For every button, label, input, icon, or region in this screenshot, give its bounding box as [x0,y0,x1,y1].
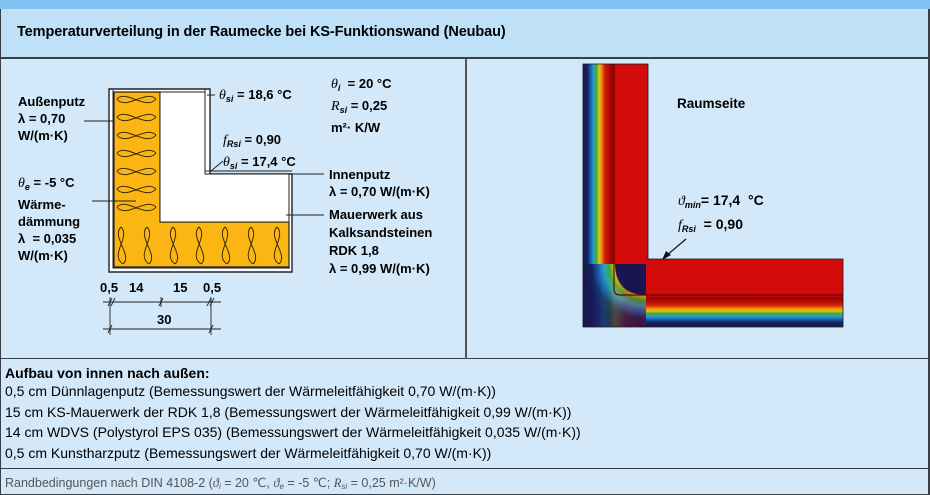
innenputz-label: Innenputz λ = 0,70 W/(m·K) [329,166,430,200]
r-si-value: Rsi = 0,25 [331,97,392,119]
theta-min-number: = 17,4 °C [700,192,764,208]
thermal-gradient-image [582,63,844,328]
theta-min-symbol: ϑ [678,194,685,209]
footer-theta-i-symbol: ϑ [212,476,219,490]
footer-theta-e-subscript: e [279,482,284,491]
dim-15: 15 [173,280,188,295]
wall-corner-cross-section [84,88,324,335]
waermedaemmung-name-1: Wärme- [18,197,66,212]
theta-min-subscript: min [684,200,701,210]
thermal-values-label: ϑmin= 17,4 °C fRsi = 0,90 [678,191,764,239]
mauerwerk-lambda: λ = 0,99 W/(m·K) [329,261,430,276]
waermedaemmung-unit: W/(m·K) [18,248,68,263]
f-rsi-value: fRsi = 0,90 [223,131,296,153]
theta-si-symbol: θ [219,88,226,103]
page-title: Temperaturverteilung in der Raumecke bei… [17,24,506,40]
theta-si-top-value: = 18,6 °C [237,87,292,102]
mauerwerk-line-1: Mauerwerk aus [329,207,423,222]
footer-theta-e-symbol: ϑ [273,476,280,490]
corner-values-label: fRsi = 0,90 θsi = 17,4 °C [223,131,296,175]
innenputz-lambda: λ = 0,70 W/(m·K) [329,184,430,199]
theta-si-corner-symbol: θ [223,155,230,170]
theta-i-subscript: i [337,83,341,93]
theta-i-symbol: θ [331,77,338,92]
buildup-line: 15 cm KS-Mauerwerk der RDK 1,8 (Bemessun… [5,403,572,420]
footer-theta-e-value: = -5 ℃; [283,476,334,490]
f-rsi-thermal-number: = 0,90 [695,216,743,232]
waermedaemmung-name-2: dämmung [18,214,81,229]
diagrams-panel: Außenputz λ = 0,70 W/(m·K) θe = -5 °C Wä… [0,59,930,359]
aussenputz-lambda: λ = 0,70 [18,111,66,126]
r-si-unit: m²· K/W [331,120,381,135]
footer-theta-i-value: = 20 ℃, [220,476,274,490]
aussenputz-name: Außenputz [18,94,86,109]
waermedaemmung-label: θe = -5 °C Wärme- dämmung λ = 0,035 W/(m… [18,174,80,264]
theta-si-top-label: θsi = 18,6 °C [219,86,292,108]
waermedaemmung-lambda: λ = 0,035 [18,231,77,246]
r-si-number: = 0,25 [350,98,388,113]
f-rsi-thermal-subscript: Rsi [681,224,696,234]
innenputz-name: Innenputz [329,167,391,182]
r-si-symbol: R [331,99,340,114]
f-rsi-symbol: f [223,133,227,148]
panel-divider [465,59,467,359]
aussenputz-unit: W/(m·K) [18,128,68,143]
theta-si-corner-subscript: si [229,161,238,171]
mauerwerk-label: Mauerwerk aus Kalksandsteinen RDK 1,8 λ … [329,206,432,278]
aussenputz-label: Außenputz λ = 0,70 W/(m·K) [18,93,85,144]
footer-rsi-symbol: R [333,476,342,490]
dim-total-30: 30 [157,312,172,327]
top-color-band [0,0,930,9]
dim-0-5-right: 0,5 [203,280,222,295]
theta-si-corner-value: θsi = 17,4 °C [223,153,296,175]
buildup-line: 0,5 cm Kunstharzputz (Bemessungswert der… [5,444,492,461]
theta-i-value: θi = 20 °C [331,75,392,97]
buildup-heading: Aufbau von innen nach außen: [5,365,210,381]
boundary-conditions-footer: Randbedingungen nach DIN 4108-2 (ϑi = 20… [0,469,930,495]
footer-rsi-value: = 0,25 m²·K/W) [347,476,436,490]
footer-prefix: Randbedingungen nach DIN 4108-2 ( [5,476,213,490]
f-rsi-thermal-value: fRsi = 0,90 [678,215,764,239]
f-rsi-thermal-symbol: f [678,218,682,233]
f-rsi-subscript: Rsi [226,139,241,149]
footer-rsi-subscript: si [341,482,348,491]
theta-e-subscript: e [24,182,30,192]
r-si-subscript: si [339,105,348,115]
dim-14: 14 [129,280,144,295]
buildup-line: 14 cm WDVS (Polystyrol EPS 035) (Bemessu… [5,424,581,440]
title-row: Temperaturverteilung in der Raumecke bei… [0,9,930,59]
buildup-line: 0,5 cm Dünnlagenputz (Bemessungswert der… [5,383,496,399]
buildup-section: Aufbau von innen nach außen: 0,5 cm Dünn… [0,359,930,469]
theta-e-symbol: θ [18,176,25,191]
mauerwerk-line-3: RDK 1,8 [329,243,379,258]
footer-theta-i-subscript: i [218,482,221,491]
theta-si-corner-number: = 17,4 °C [241,154,296,169]
f-rsi-number: = 0,90 [244,132,282,147]
mauerwerk-line-2: Kalksandsteinen [329,225,433,240]
theta-e-value: θe = -5 °C [18,174,80,196]
theta-min-value: ϑmin= 17,4 °C [678,191,764,215]
theta-e-number: = -5 °C [33,175,75,190]
boundary-conditions-label: θi = 20 °C Rsi = 0,25 m²· K/W [331,75,392,137]
theta-si-subscript: si [225,94,234,104]
dim-0-5-left: 0,5 [100,280,119,295]
theta-i-number: = 20 °C [344,76,392,91]
raumseite-label: Raumseite [677,96,746,111]
